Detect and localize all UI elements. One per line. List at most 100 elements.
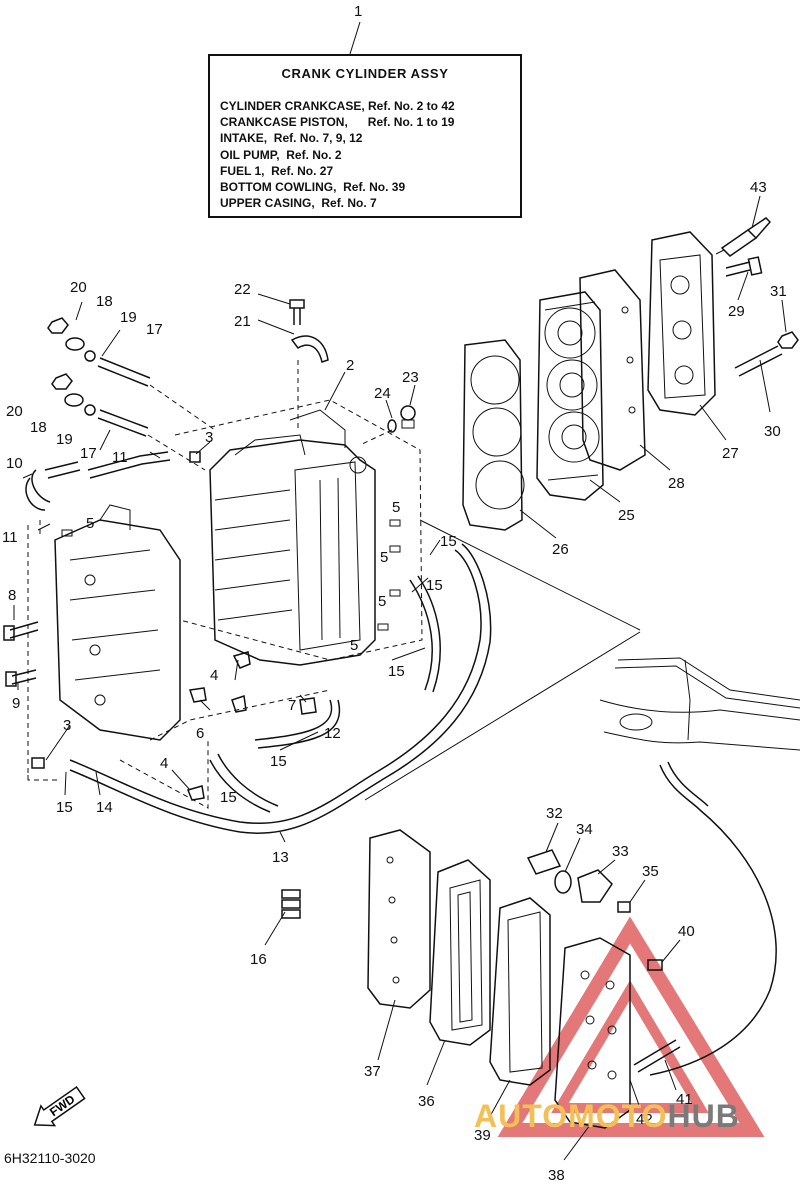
callout-5: 5 — [378, 593, 386, 610]
callout-2: 2 — [346, 357, 354, 374]
fwd-arrow-icon: FWD — [33, 1086, 86, 1127]
reference-line: CRANKCASE PISTON, Ref. No. 1 to 19 — [220, 115, 455, 130]
bolt — [5, 669, 37, 687]
callout-31: 31 — [770, 283, 787, 300]
callout-9: 9 — [12, 695, 20, 712]
reed-valve — [429, 859, 491, 1046]
callout-15: 15 — [426, 577, 443, 594]
washer — [64, 337, 96, 416]
spark-plug — [715, 217, 772, 257]
assembly-reference-list: CYLINDER CRANKCASE, Ref. No. 2 to 42 CRA… — [220, 98, 455, 211]
callout-38: 38 — [548, 1167, 565, 1184]
callout-18: 18 — [96, 293, 113, 310]
clamp — [281, 889, 301, 919]
clamp — [290, 335, 329, 363]
callout-18: 18 — [30, 419, 47, 436]
gasket-ring — [554, 870, 572, 894]
head-gasket — [462, 339, 525, 531]
callout-34: 34 — [576, 821, 593, 838]
watermark-text: AUTOMOTOHUB — [474, 1098, 740, 1135]
callout-4: 4 — [160, 755, 168, 772]
callout-15: 15 — [388, 663, 405, 680]
callout-30: 30 — [764, 423, 781, 440]
reference-line: BOTTOM COWLING, Ref. No. 39 — [220, 180, 406, 195]
reference-line: UPPER CASING, Ref. No. 7 — [220, 196, 377, 211]
callout-1: 1 — [354, 3, 362, 20]
callout-37: 37 — [364, 1063, 381, 1080]
nut — [777, 331, 799, 349]
diagram-code: 6H32110-3020 — [4, 1150, 96, 1166]
callout-16: 16 — [250, 951, 267, 968]
reference-line: FUEL 1, Ref. No. 27 — [220, 163, 334, 178]
callout-15: 15 — [220, 789, 237, 806]
exhaust-gasket — [367, 829, 431, 1009]
callout-24: 24 — [374, 385, 391, 402]
callout-15: 15 — [270, 753, 287, 770]
callout-5: 5 — [86, 515, 94, 532]
head-cover-gasket — [579, 269, 646, 471]
callout-11: 11 — [112, 449, 128, 466]
callout-6: 6 — [196, 725, 204, 742]
callout-19: 19 — [56, 431, 73, 448]
thermostat-cap — [526, 849, 562, 875]
callout-11: 11 — [2, 529, 18, 546]
callout-10: 10 — [6, 455, 23, 472]
bolt — [97, 357, 151, 437]
callout-14: 14 — [96, 799, 113, 816]
callout-40: 40 — [678, 923, 695, 940]
assembly-title: CRANK CYLINDER ASSY — [281, 66, 449, 81]
exhaust-outer-cover — [554, 937, 631, 1129]
crankcase-block — [209, 409, 376, 666]
thermostat-cover — [577, 869, 613, 903]
callout-39: 39 — [474, 1127, 491, 1144]
stud-bolt — [734, 345, 783, 377]
callout-5: 5 — [392, 499, 400, 516]
callout-3: 3 — [63, 717, 71, 734]
callout-33: 33 — [612, 843, 629, 860]
callout-5: 5 — [350, 637, 358, 654]
callout-28: 28 — [668, 475, 685, 492]
callout-19: 19 — [120, 309, 137, 326]
reference-line: CYLINDER CRANKCASE, Ref. No. 2 to 42 — [220, 99, 455, 113]
callout-15: 15 — [56, 799, 73, 816]
fitting — [186, 651, 317, 801]
callout-43: 43 — [750, 179, 767, 196]
reference-line: OIL PUMP, Ref. No. 2 — [220, 147, 342, 162]
watermark-part-2: HUB — [667, 1098, 740, 1134]
callout-35: 35 — [642, 863, 659, 880]
callout-27: 27 — [722, 445, 739, 462]
assembly-reference-box: CRANK CYLINDER ASSY CYLINDER CRANKCASE, … — [208, 54, 522, 218]
washer — [387, 419, 397, 433]
bolt — [31, 451, 201, 769]
bottom-cowling — [599, 657, 800, 751]
callout-26: 26 — [552, 541, 569, 558]
callout-5: 5 — [380, 549, 388, 566]
callout-42: 42 — [636, 1111, 653, 1128]
pin — [633, 1039, 681, 1073]
callout-8: 8 — [8, 587, 16, 604]
callout-32: 32 — [546, 805, 563, 822]
nut — [47, 317, 73, 390]
leader-lines — [13, 195, 787, 1161]
watermark-part-1: AUTOMOTO — [474, 1098, 668, 1134]
callout-22: 22 — [234, 281, 251, 298]
callout-23: 23 — [402, 369, 419, 386]
dowel-pin — [61, 519, 401, 631]
callout-20: 20 — [6, 403, 23, 420]
callout-13: 13 — [272, 849, 289, 866]
bolt — [617, 901, 663, 971]
callout-4: 4 — [210, 667, 218, 684]
callout-12: 12 — [324, 725, 341, 742]
bolt — [725, 256, 763, 277]
crankcase-cover — [54, 504, 181, 741]
callout-15: 15 — [440, 533, 457, 550]
callout-17: 17 — [146, 321, 163, 338]
callout-36: 36 — [418, 1093, 435, 1110]
callout-29: 29 — [728, 303, 745, 320]
fwd-label: FWD — [47, 1092, 78, 1119]
callout-20: 20 — [70, 279, 87, 296]
callout-numbers: 1 2 3 3 4 4 5 5 5 5 5 6 7 8 9 10 11 11 1… — [2, 3, 787, 1184]
hose — [25, 451, 171, 511]
exhaust-inner-cover — [489, 897, 551, 1086]
